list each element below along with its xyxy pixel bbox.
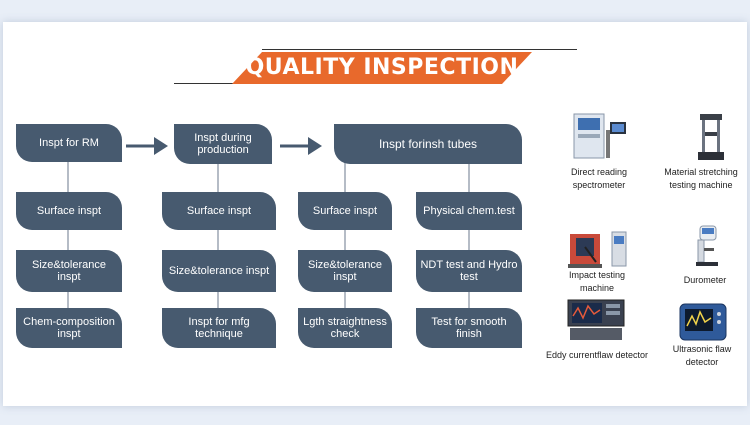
equipment-label: Material stretching testing machine <box>664 167 738 190</box>
flow-box-header-finish: Inspt forinsh tubes <box>334 124 522 164</box>
durometer-icon <box>696 225 718 266</box>
spectrometer-icon <box>573 113 626 159</box>
ultrasonic-detector-icon <box>679 303 727 341</box>
flow-box-header-production: Inspt during production <box>174 124 272 164</box>
flow-box-step: Surface inspt <box>16 192 122 230</box>
title-rule-top <box>262 49 577 50</box>
connector-line <box>468 160 470 310</box>
flow-box-step: Inspt for mfg technique <box>162 308 276 348</box>
page-title: QUALITY INSPECTION <box>245 55 519 80</box>
connector-line <box>344 160 346 310</box>
impact-tester-icon <box>568 231 627 268</box>
flow-box-step: Lgth straightness check <box>298 308 392 348</box>
connector-line <box>67 160 69 310</box>
flow-box-step: Size&tolerance inspt <box>16 250 122 292</box>
flow-box-step: Physical chem.test <box>416 192 522 230</box>
flow-box-step: NDT test and Hydro test <box>416 250 522 292</box>
title-banner <box>232 52 532 84</box>
flow-box-step: Surface inspt <box>298 192 392 230</box>
flow-box-step: Size&tolerance inspt <box>162 250 276 292</box>
flow-box-step: Surface inspt <box>162 192 276 230</box>
flow-box-step: Chem-composition inspt <box>16 308 122 348</box>
tensile-machine-icon <box>698 114 724 160</box>
flow-box-header-rm: Inspt for RM <box>16 124 122 162</box>
flow-box-step: Size&tolerance inspt <box>298 250 392 292</box>
equipment-label: Eddy currentflaw detector <box>545 350 649 360</box>
flow-box-step: Test for smooth finish <box>416 308 522 348</box>
eddy-current-detector-icon <box>567 299 625 340</box>
connector-line <box>217 160 219 310</box>
equipment-label: Direct reading spectrometer <box>570 167 628 190</box>
flow-arrow-icon <box>126 137 168 155</box>
equipment-label: Impact testing machine <box>568 270 626 293</box>
equipment-label: Ultrasonic flaw detector <box>672 344 732 367</box>
flow-arrow-icon <box>280 137 322 155</box>
equipment-label: Durometer <box>683 275 727 285</box>
